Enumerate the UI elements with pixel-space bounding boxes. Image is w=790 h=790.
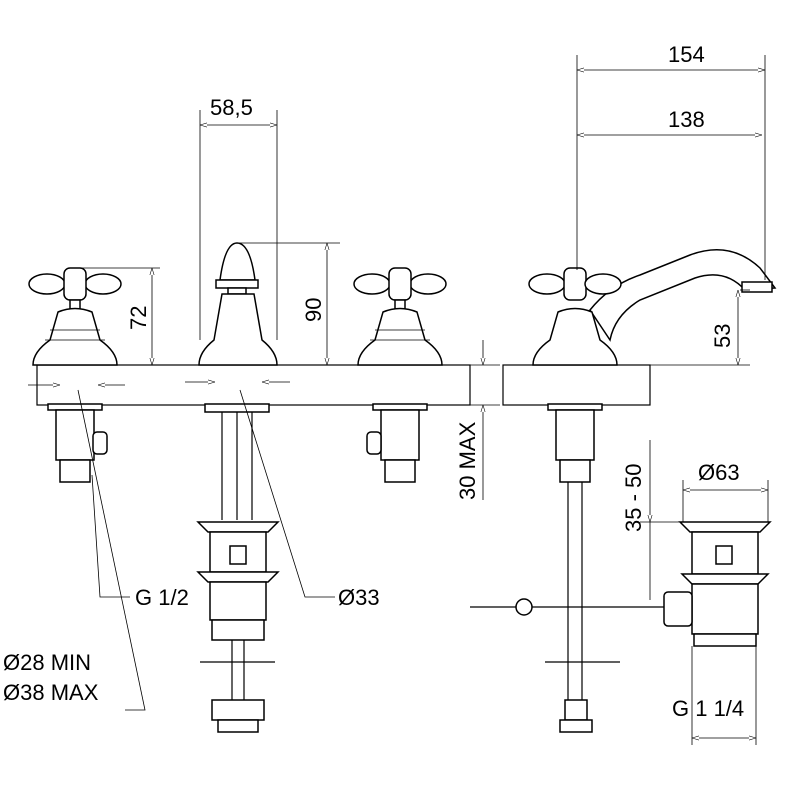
- dim-58-5: 58,5: [210, 95, 253, 120]
- dim-53: 53: [710, 324, 735, 348]
- dim-154: 154: [668, 42, 705, 67]
- dim-72: 72: [126, 306, 151, 330]
- center-pop-up-waste: [196, 521, 280, 733]
- dim-138: 138: [668, 107, 705, 132]
- countertop-right-section: [502, 364, 651, 406]
- label-diameter-33: Ø33: [338, 585, 380, 610]
- dim-30-max: 30 MAX: [455, 421, 480, 500]
- side-pop-up-waste: [663, 521, 772, 647]
- dim-35-50: 35 - 50: [621, 464, 646, 533]
- dim-diameter-63: Ø63: [698, 460, 740, 485]
- right-cross-handle-valve: [353, 267, 447, 483]
- dim-90: 90: [301, 298, 326, 322]
- label-diameter-38-max: Ø38 MAX: [3, 680, 99, 705]
- label-g-1-1-4: G 1 1/4: [672, 696, 744, 721]
- label-g-1-2: G 1/2: [135, 585, 189, 610]
- dimension-lines: [28, 55, 769, 745]
- side-view-spout-handle: [470, 249, 777, 733]
- label-diameter-28-min: Ø28 MIN: [3, 650, 91, 675]
- center-spout: [198, 242, 278, 520]
